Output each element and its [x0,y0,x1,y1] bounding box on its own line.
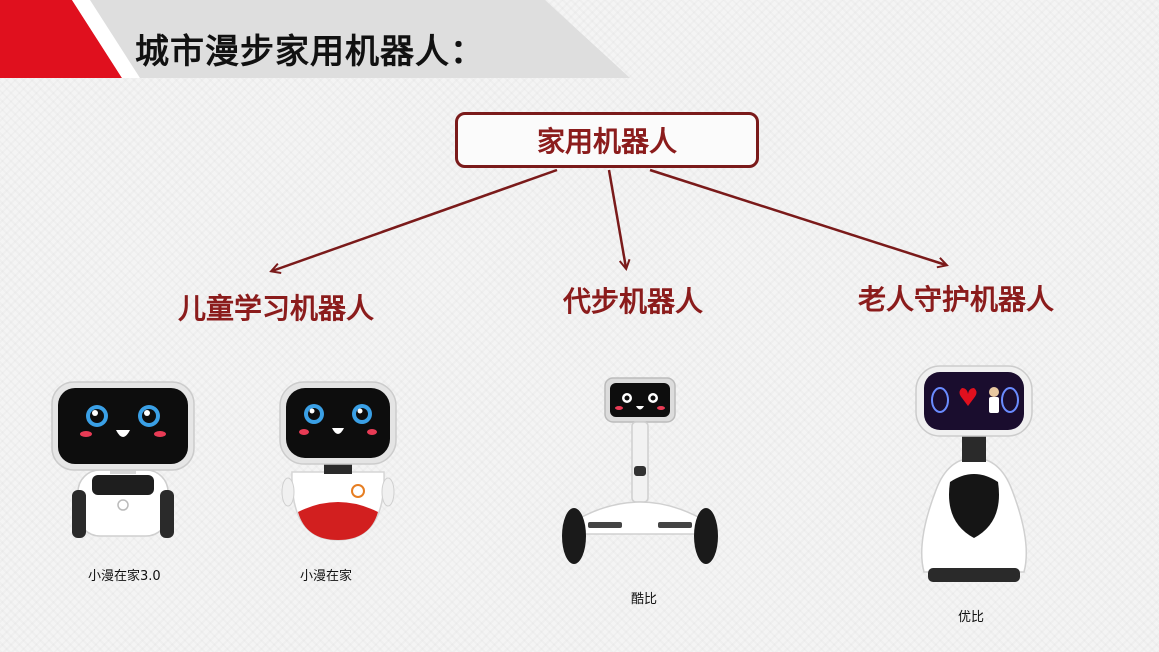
product-caption-xiaoman: 小漫在家 [300,569,353,584]
category-children-learning: 儿童学习机器人 [178,292,375,325]
care-robot-icon [915,365,1033,582]
arrow-to-mobility [607,169,626,268]
title-band-gray [70,0,630,78]
product-caption-kubi: 酷比 [631,592,658,607]
desktop-robot-icon [51,381,195,538]
page-title: 城市漫步家用机器人： [135,32,485,72]
title-band [0,0,630,78]
title-band-red [0,0,122,78]
root-node: 家用机器人 [455,112,759,168]
product-caption-youbi: 优比 [958,610,985,625]
product-caption-xiaoman-3: 小漫在家3.0 [88,569,161,584]
arrow-to-elderly [649,168,946,265]
arrow-to-children [272,168,558,271]
category-elderly-care: 老人守护机器人 [858,283,1055,316]
category-mobility: 代步机器人 [563,285,704,318]
title-band-white-wedge [72,0,140,78]
balance-scooter-robot-icon [562,377,718,564]
root-label: 家用机器人 [536,125,677,158]
companion-robot-icon [279,381,397,541]
